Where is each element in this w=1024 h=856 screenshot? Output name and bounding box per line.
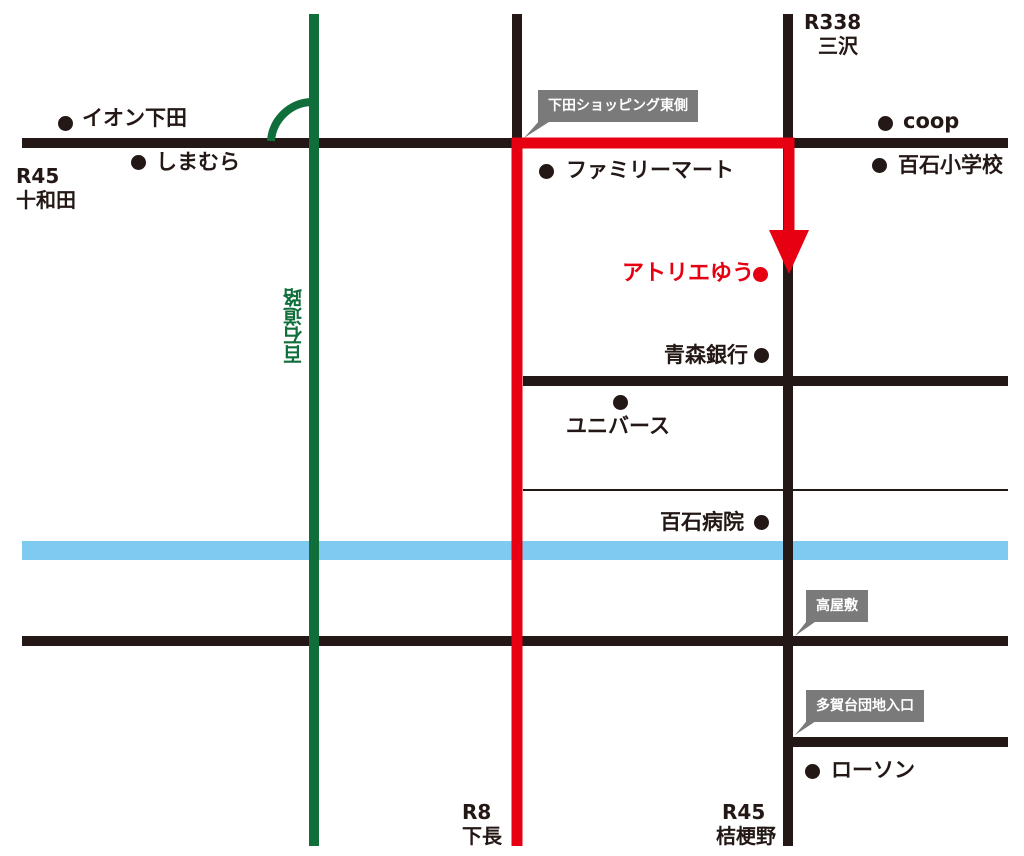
shimamura-label: しまむら <box>156 150 240 174</box>
coop-label: coop <box>903 109 960 133</box>
r45-south-number: R45 <box>722 800 766 824</box>
momoishi-school-label: 百石小学校 <box>898 153 1003 177</box>
r45-west-number: R45 <box>16 164 60 188</box>
r45-west-destination: 十和田 <box>16 188 76 212</box>
road-r8-north <box>512 14 522 144</box>
aomori-bank-label: 青森銀行 <box>664 343 748 367</box>
road-bank-street <box>523 376 1008 386</box>
road-r45-r338 <box>783 14 793 846</box>
aomori-bank-marker <box>754 348 769 363</box>
road-thin-street <box>523 489 1008 491</box>
familymart-label: ファミリーマート <box>566 158 734 182</box>
callout-tagadai-danchi: 多賀台団地入口 <box>806 690 924 722</box>
lawson-label: ローソン <box>831 758 915 782</box>
road-momoishi <box>309 14 319 846</box>
interchange-curve <box>267 98 313 142</box>
r8-label: R8 下長 <box>462 800 502 848</box>
r45-south-destination: 桔梗野 <box>716 824 776 848</box>
coop-marker <box>878 116 893 131</box>
aeon-label: イオン下田 <box>82 106 187 130</box>
shimamura-marker <box>131 155 146 170</box>
momoishi-road-label: 百石道路 <box>283 288 305 364</box>
atelier-yu-label: アトリエゆう <box>622 261 755 286</box>
lawson-marker <box>805 764 820 779</box>
road-tagadai <box>790 737 1008 747</box>
momoishi-hospital-marker <box>754 515 769 530</box>
aeon-marker <box>58 116 73 131</box>
r8-number: R8 <box>462 800 492 824</box>
r8-destination: 下長 <box>462 824 502 848</box>
momoishi-school-marker <box>872 158 887 173</box>
universe-label: ユニバース <box>566 414 670 438</box>
callout-takayashiki: 高屋敷 <box>806 590 868 622</box>
callout-pointer-shimoda <box>524 120 552 138</box>
atelier-yu-marker <box>753 267 768 282</box>
r338-label: R338 三沢 <box>804 10 861 58</box>
r45-west-label: R45 十和田 <box>16 164 76 212</box>
r338-number: R338 <box>804 10 862 34</box>
route-arrow-head <box>769 230 809 274</box>
universe-marker <box>613 395 628 410</box>
route-line <box>511 137 795 846</box>
r45-south-label: R45 桔梗野 <box>716 800 776 848</box>
r338-destination: 三沢 <box>818 34 858 58</box>
familymart-marker <box>539 164 554 179</box>
callout-shimoda-sc-east: 下田ショッピング東側 <box>538 90 698 122</box>
momoishi-hospital-label: 百石病院 <box>660 510 744 534</box>
